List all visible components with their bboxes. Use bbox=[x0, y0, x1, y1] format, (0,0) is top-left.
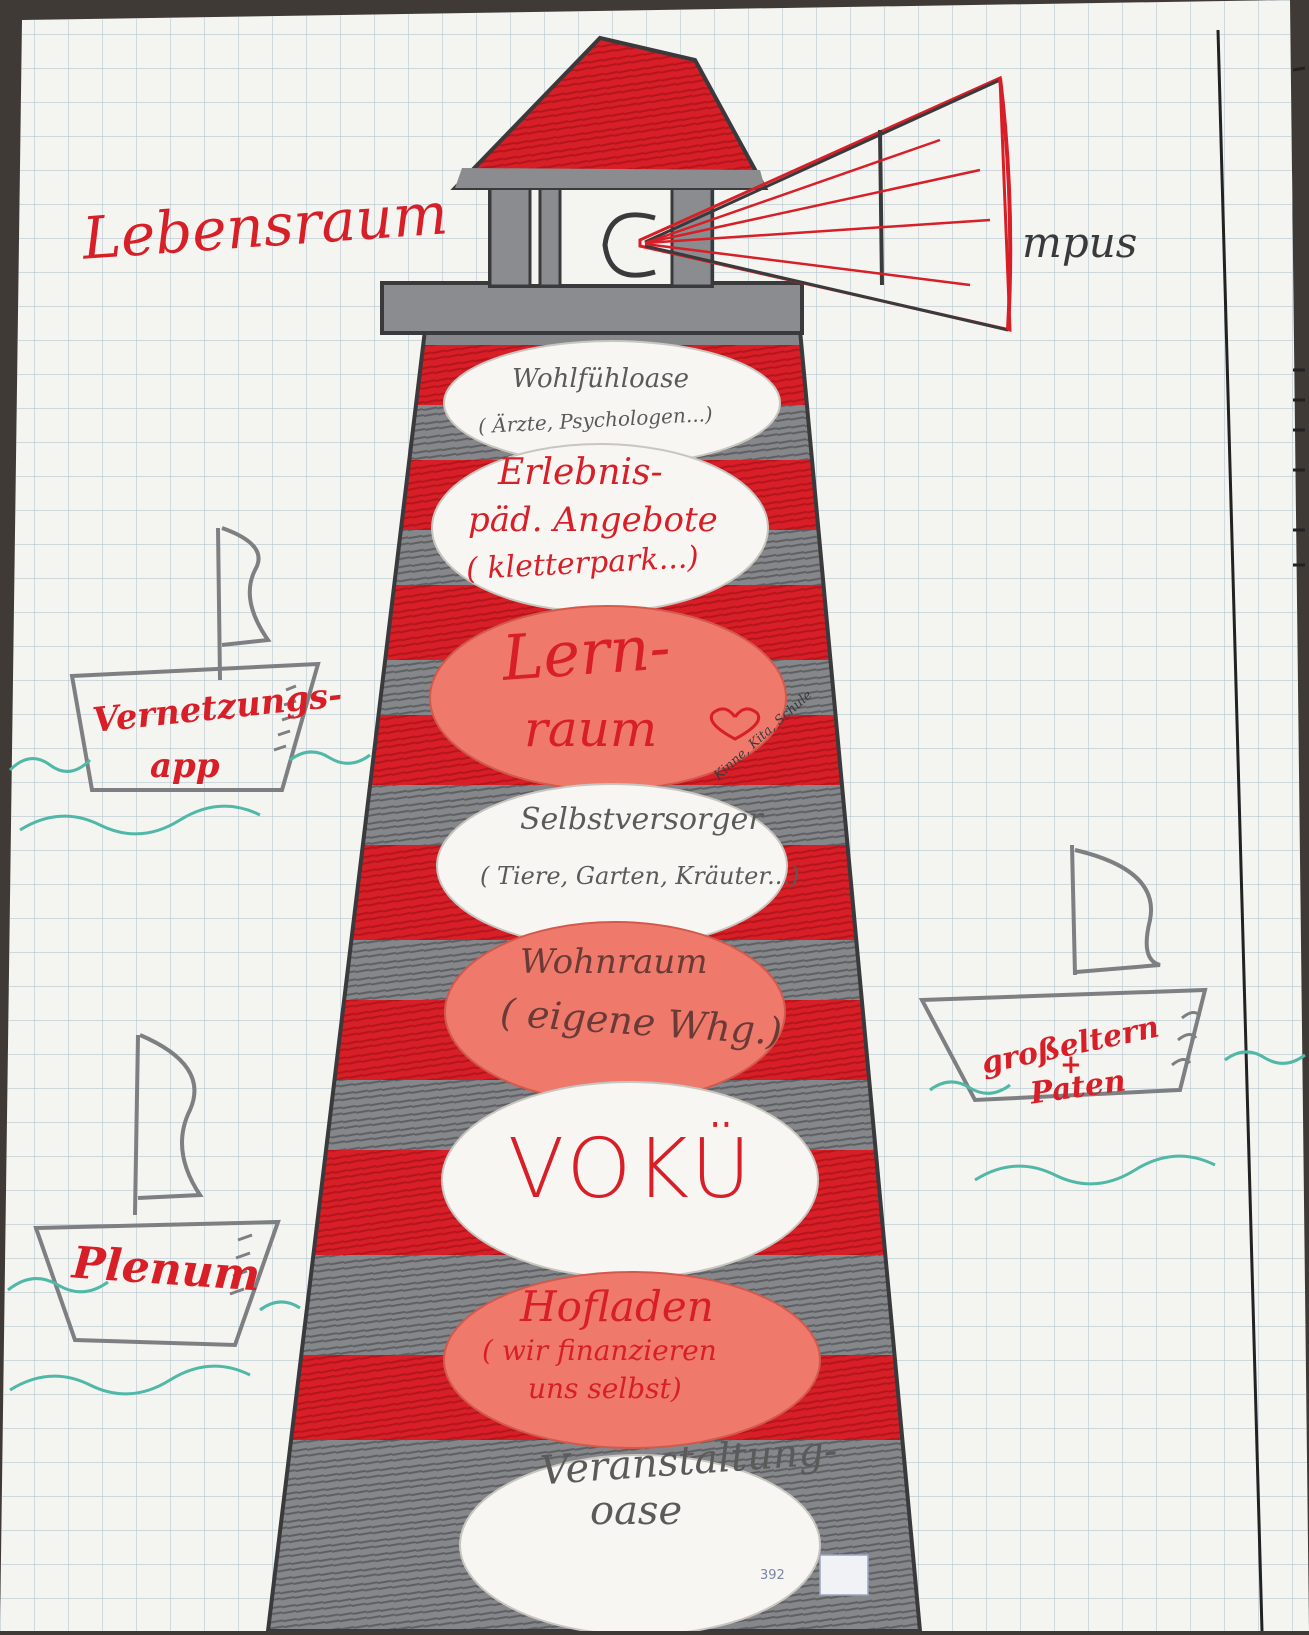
card-veranstaltung-line2: oase bbox=[590, 1488, 683, 1534]
card-selbstversorger-title: Selbstversorger bbox=[520, 802, 763, 837]
lantern-post-mid bbox=[538, 186, 562, 288]
footer-mark: 392 bbox=[760, 1568, 785, 1583]
boat-plenum bbox=[33, 1033, 281, 1348]
card-wohnraum-title: Wohnraum bbox=[520, 942, 708, 982]
card-shapes bbox=[429, 340, 821, 1635]
card-hofladen bbox=[443, 1271, 821, 1449]
roof-base bbox=[455, 168, 765, 188]
sheet-edge bbox=[1216, 29, 1264, 1632]
light-beam bbox=[638, 75, 1013, 332]
label-mpus: mpus bbox=[1022, 218, 1138, 267]
card-selbstversorger-sub: ( Tiere, Garten, Kräuter...) bbox=[480, 862, 800, 890]
paper-logo bbox=[819, 1554, 869, 1596]
card-wohlfuehloase-title: Wohlfühloase bbox=[512, 364, 689, 394]
boat-vernetzungsapp-line2: app bbox=[150, 746, 220, 786]
next-sheet-marks bbox=[1292, 66, 1306, 567]
card-lernraum-line1: Lern- bbox=[499, 610, 673, 695]
card-hofladen-line3: uns selbst) bbox=[528, 1372, 682, 1405]
boat-grosseltern bbox=[918, 844, 1208, 1103]
card-erlebnis-line1: Erlebnis- bbox=[498, 452, 663, 493]
heart-icon bbox=[709, 707, 761, 741]
lantern-post-left bbox=[488, 186, 532, 288]
card-lernraum-line2: raum bbox=[524, 700, 658, 758]
card-hofladen-title: Hofladen bbox=[520, 1282, 714, 1331]
gallery-platform bbox=[380, 281, 804, 335]
lantern-post-right bbox=[670, 186, 714, 288]
card-erlebnis-line2: päd. Angebote bbox=[468, 500, 718, 540]
card-hofladen-line2: ( wir finanzieren bbox=[482, 1334, 717, 1367]
card-veranstaltung bbox=[459, 1454, 821, 1635]
boat-grosseltern-line2: + bbox=[1060, 1050, 1082, 1080]
water-waves bbox=[7, 750, 1306, 1396]
lamp-c-shape bbox=[602, 212, 656, 278]
boat-vernetzungsapp bbox=[69, 526, 321, 792]
card-vokue-title: VOKÜ bbox=[508, 1122, 755, 1217]
